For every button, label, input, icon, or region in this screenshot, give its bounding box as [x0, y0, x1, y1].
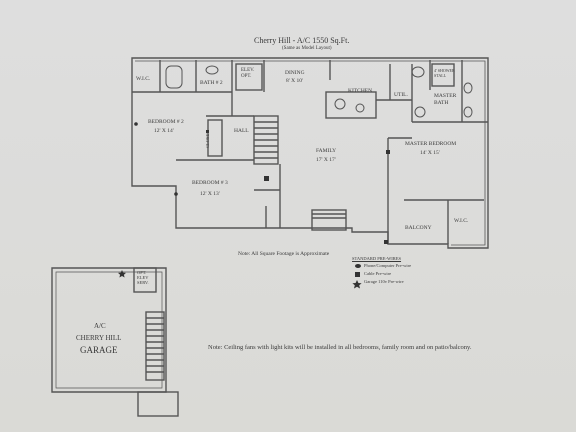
room-shower: 4' SHOWER STALL — [434, 68, 455, 78]
room-elev: ELEV. OPT. — [241, 68, 255, 79]
garage-line1: A/C — [94, 322, 106, 330]
legend-item-cable: Cable Pre-wire — [364, 271, 392, 276]
room-bedroom3-size: 12' X 13' — [200, 191, 220, 197]
room-bath2: BATH # 2 — [200, 80, 223, 86]
legend-item-garage: Garage 110v Pre-wire — [364, 279, 404, 284]
plan-subtitle: (Same as Model Layout) — [282, 46, 332, 51]
room-family-size: 17' X 17' — [316, 157, 336, 163]
room-family: FAMILY — [316, 148, 337, 154]
legend-title: STANDARD PRE-WIRES — [352, 256, 402, 261]
room-bedroom2: BEDROOM # 2 — [148, 119, 184, 125]
room-balcony: BALCONY — [405, 225, 432, 231]
legend-item-phone: Phone/Computer Pre-wire — [364, 263, 412, 268]
room-wic-right: W.I.C. — [454, 218, 469, 224]
room-kitchen: KITCHEN — [348, 88, 373, 94]
room-master-size: 14' X 15' — [420, 150, 440, 156]
garage-line3: GARAGE — [80, 345, 118, 355]
room-dining: DINING — [285, 70, 305, 76]
room-closet: CLOSET — [205, 130, 210, 148]
garage-line2: CHERRY HILL — [76, 334, 122, 342]
room-master-bedroom: MASTER BEDROOM — [405, 141, 457, 147]
room-bedroom3: BEDROOM # 3 — [192, 180, 228, 186]
room-util: UTIL. — [394, 92, 408, 98]
room-wic-left: W.I.C. — [136, 76, 151, 82]
garage-star-icon — [118, 270, 126, 278]
room-master-bath: MASTER BATH — [434, 93, 457, 106]
garage-elev: OPT. ELEV SERV. — [137, 270, 149, 285]
plan-title: Cherry Hill - A/C 1550 Sq.Ft. — [254, 36, 350, 45]
cable-marker-icon — [355, 272, 360, 277]
room-bedroom2-size: 12' X 14' — [154, 128, 174, 134]
ceiling-fan-note: Note: Ceiling fans with light kits will … — [208, 344, 472, 351]
sqft-note: Note: All Square Footage is Approximate — [238, 251, 330, 257]
room-hall: HALL — [234, 128, 249, 134]
room-dining-size: 8' X 10' — [286, 78, 303, 84]
phone-marker-icon — [355, 264, 361, 268]
star-marker-icon — [352, 280, 362, 289]
